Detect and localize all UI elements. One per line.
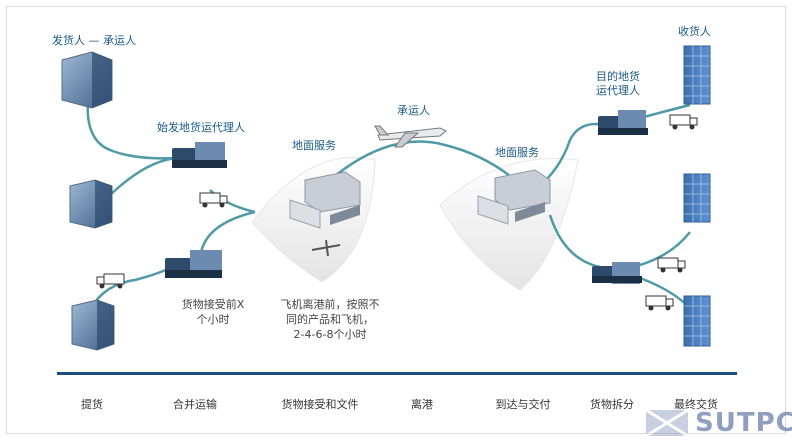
watermark-logo-icon bbox=[645, 408, 689, 438]
stage-departure: 离港 bbox=[411, 398, 433, 411]
ground-service-label-2: 地面服务 bbox=[495, 146, 539, 159]
truck-shipper3 bbox=[96, 273, 125, 289]
truck-split-1 bbox=[657, 257, 686, 273]
dest-agent-warehouse bbox=[598, 110, 648, 135]
flow-agent-truck bbox=[209, 189, 256, 214]
flow-zone-dest bbox=[534, 122, 606, 191]
stage-final-delivery: 最终交货 bbox=[674, 398, 718, 411]
flow-shipper2-agent bbox=[104, 156, 179, 201]
dest-agent-label: 目的地货 运代理人 bbox=[596, 70, 640, 97]
truck-origin bbox=[199, 192, 228, 208]
cargo-acceptance-note: 货物接受前X 个小时 bbox=[181, 298, 245, 326]
stage-pickup: 提货 bbox=[81, 398, 103, 411]
consignee-label: 收货人 bbox=[678, 25, 711, 38]
truck-split-2 bbox=[645, 295, 674, 311]
stage-consolidation: 合并运输 bbox=[173, 398, 217, 411]
watermark-text: SUTPC bbox=[695, 408, 792, 438]
shipper-label: 发货人 — 承运人 bbox=[52, 34, 136, 47]
consignee-tower-2 bbox=[683, 173, 711, 223]
origin-agent-warehouse bbox=[172, 142, 227, 168]
stage-arrival-delivery: 到达与交付 bbox=[495, 398, 551, 411]
stage-deconsolidation: 货物拆分 bbox=[590, 398, 634, 411]
shipper-building-3 bbox=[71, 299, 115, 351]
consolidation-warehouse bbox=[165, 250, 222, 278]
shipper-building-1 bbox=[61, 51, 113, 109]
shipper-building-2 bbox=[69, 179, 113, 229]
flow-zone-air bbox=[329, 140, 516, 181]
truck-dest bbox=[669, 114, 698, 130]
consignee-tower-1 bbox=[683, 45, 711, 105]
diagram-frame bbox=[6, 6, 786, 434]
carrier-label: 承运人 bbox=[397, 104, 430, 117]
departure-note: 飞机离港前，按照不 同的产品和飞机， 2-4-6-8个小时 bbox=[280, 298, 380, 341]
timeline-bar bbox=[57, 372, 737, 375]
ground-service-label-1: 地面服务 bbox=[292, 139, 336, 152]
flow-split-tower2 bbox=[639, 231, 691, 267]
dest-terminal bbox=[477, 169, 551, 225]
origin-agent-label: 始发地货运代理人 bbox=[157, 121, 245, 134]
flow-shipper1-agent bbox=[86, 99, 176, 160]
stage-acceptance-docs: 货物接受和文件 bbox=[281, 398, 359, 411]
origin-terminal bbox=[289, 171, 361, 257]
split-warehouse bbox=[592, 262, 642, 284]
airplane-icon bbox=[374, 125, 447, 148]
consignee-tower-3 bbox=[683, 295, 711, 347]
